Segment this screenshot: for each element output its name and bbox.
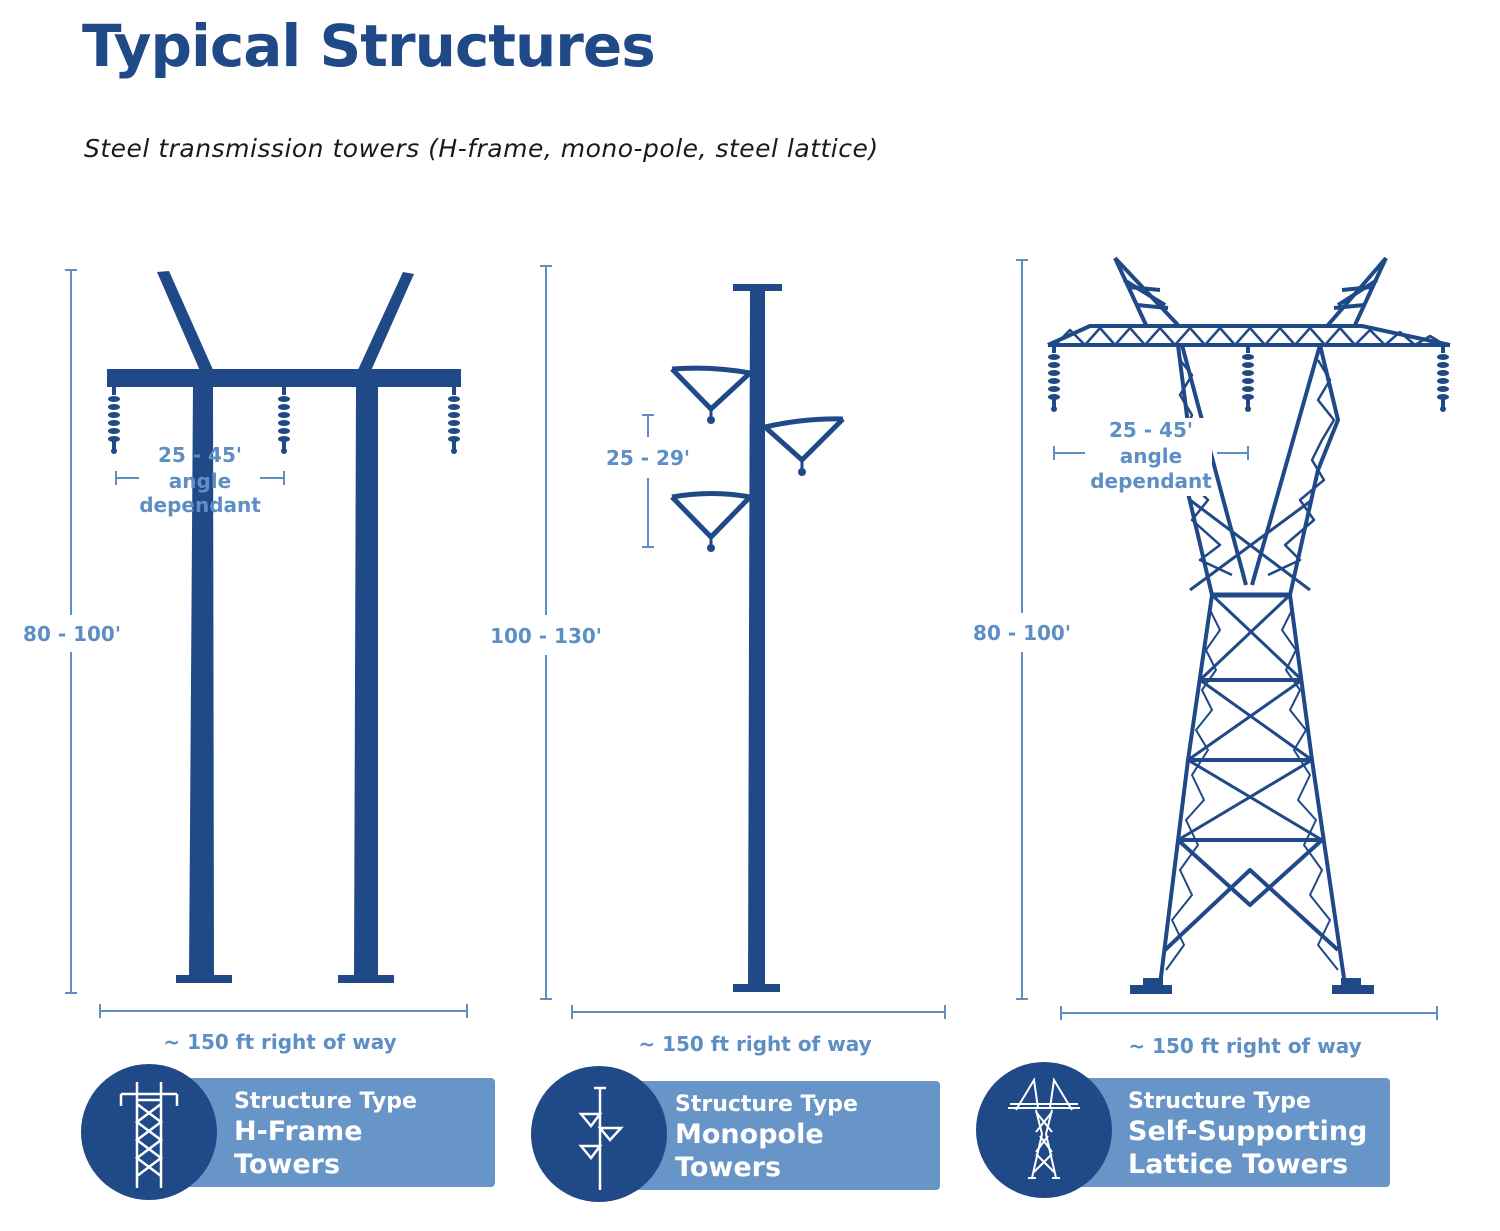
lattice-spacing-label-dependant: dependant [1090, 469, 1212, 493]
monopole-type-box [620, 1081, 940, 1190]
h-frame-tower [107, 271, 461, 983]
monopole-row-dimension [571, 1005, 946, 1019]
lattice-type-prefix: Structure Type [1128, 1089, 1311, 1114]
h-frame-type-line1: H-Frame [234, 1116, 363, 1147]
monopole-spacing-label: 25 - 29' [606, 446, 690, 470]
lattice-tower-icon [976, 1062, 1112, 1198]
lattice-spacing-label: 25 - 45' [1109, 418, 1193, 442]
h-frame-height-dimension [65, 269, 77, 994]
h-frame-type-line2: Towers [234, 1149, 341, 1180]
lattice-row-dimension [1060, 1006, 1438, 1020]
h-frame-type-text: Structure Type H-Frame Towers [234, 1089, 417, 1181]
lattice-tower [1047, 256, 1451, 994]
h-frame-type-box [170, 1078, 495, 1187]
h-frame-tower-icon [81, 1064, 217, 1200]
h-frame-spacing-label: 25 - 45' [158, 443, 242, 467]
h-frame-spacing-label-angle: angle [169, 469, 231, 493]
monopole-type-text: Structure Type Monopole Towers [675, 1092, 858, 1184]
lattice-height-dimension [1016, 259, 1028, 1000]
monopole-spacing-dimension [642, 414, 654, 548]
monopole-tower-icon [531, 1066, 667, 1202]
h-frame-spacing-dimension [115, 471, 285, 485]
lattice-type-box [1065, 1078, 1390, 1187]
page-title: Typical Structures [82, 12, 656, 80]
lattice-height-label: 80 - 100' [973, 621, 1071, 645]
monopole-type-prefix: Structure Type [675, 1092, 858, 1117]
monopole-row-label: ~ 150 ft right of way [638, 1032, 871, 1056]
lattice-insulator-right [1437, 345, 1449, 412]
monopole-type-line1: Monopole [675, 1119, 824, 1150]
lattice-type-line1: Self-Supporting [1128, 1116, 1368, 1147]
monopole-height-label: 100 - 130' [490, 624, 602, 648]
lattice-insulator-middle [1242, 345, 1254, 412]
lattice-spacing-dimension [1053, 446, 1249, 460]
lattice-spacing-label-angle: angle [1120, 444, 1182, 468]
h-frame-row-label: ~ 150 ft right of way [163, 1030, 396, 1054]
monopole-type-line2: Towers [675, 1152, 782, 1183]
h-frame-type-prefix: Structure Type [234, 1089, 417, 1114]
lattice-insulator-left [1048, 345, 1060, 412]
page-subtitle: Steel transmission towers (H-frame, mono… [84, 134, 879, 163]
h-frame-row-dimension [99, 1004, 468, 1018]
monopole-tower [670, 284, 845, 992]
h-frame-height-label: 80 - 100' [23, 622, 121, 646]
monopole-height-dimension [540, 265, 552, 1000]
lattice-type-line2: Lattice Towers [1128, 1149, 1349, 1180]
lattice-row-label: ~ 150 ft right of way [1128, 1034, 1361, 1058]
lattice-type-text: Structure Type Self-Supporting Lattice T… [1128, 1089, 1367, 1181]
h-frame-spacing-label-dependant: dependant [139, 493, 261, 517]
